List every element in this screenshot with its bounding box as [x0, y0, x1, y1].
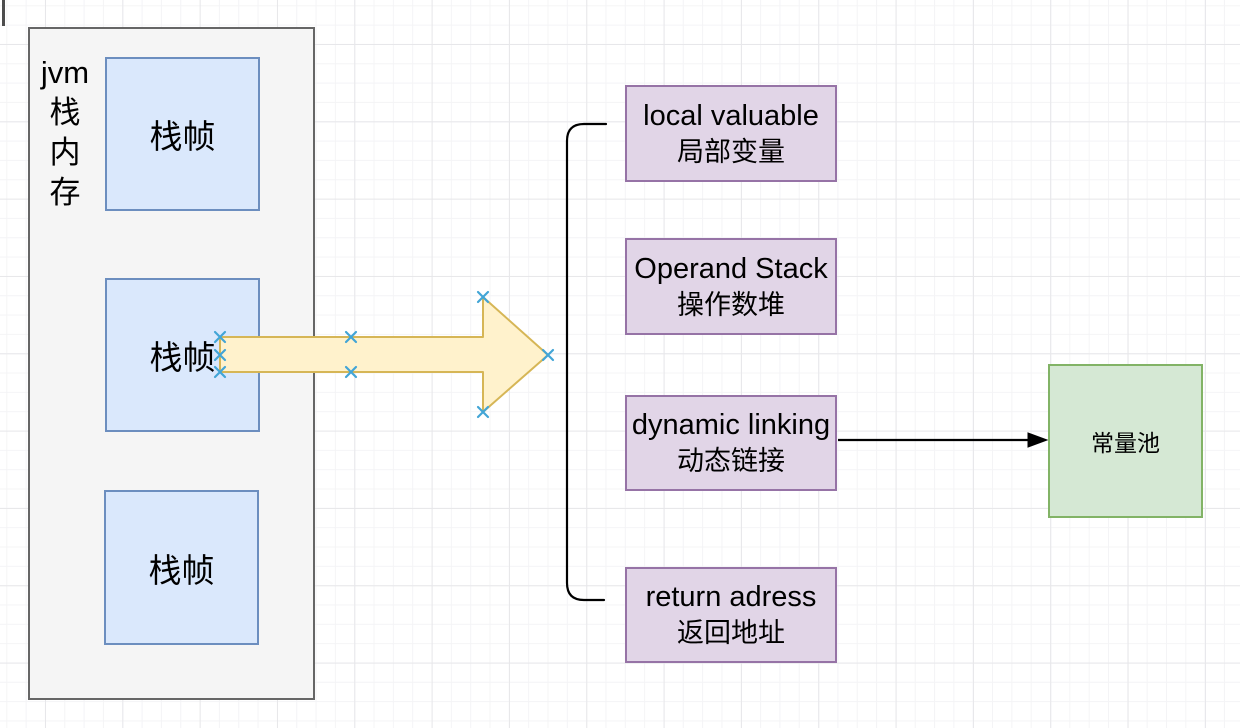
node-local-variable[interactable]: local valuable 局部变量 [625, 85, 837, 182]
stack-frame-node-bottom[interactable]: 栈帧 [104, 490, 259, 645]
node-constant-pool[interactable]: 常量池 [1048, 364, 1203, 518]
node-return-address[interactable]: return adress 返回地址 [625, 567, 837, 663]
grouping-bracket[interactable] [565, 122, 608, 602]
node-label-en: return adress [645, 581, 817, 613]
stack-frame-label: 栈帧 [149, 339, 216, 376]
node-label-en: Operand Stack [634, 252, 828, 285]
node-label-en: local valuable [643, 99, 819, 132]
node-label-zh: 操作数堆 [677, 289, 785, 320]
dynamic-linking-to-constant-pool-connector[interactable] [838, 432, 1049, 448]
node-label-zh: 动态链接 [677, 446, 785, 476]
jvm-stack-memory-container[interactable]: jvm 栈 内 存 栈帧 栈帧 栈帧 [28, 27, 315, 700]
jvm-label-line: jvm [40, 55, 90, 90]
jvm-stack-memory-label: jvm 栈 内 存 [36, 53, 94, 213]
stack-frame-label: 栈帧 [148, 551, 215, 589]
node-label-zh: 局部变量 [677, 136, 785, 167]
jvm-label-line: 存 [49, 175, 81, 210]
big-yellow-arrow[interactable] [219, 296, 549, 413]
node-label-zh: 返回地址 [677, 618, 785, 648]
connector-arrowhead-icon [1027, 432, 1049, 448]
jvm-label-line: 栈 [49, 95, 81, 130]
constant-pool-label: 常量池 [1091, 430, 1160, 456]
node-operand-stack[interactable]: Operand Stack 操作数堆 [625, 238, 837, 335]
stack-frame-node-top[interactable]: 栈帧 [105, 57, 260, 211]
jvm-label-line: 内 [49, 135, 81, 170]
node-dynamic-linking[interactable]: dynamic linking 动态链接 [625, 395, 837, 491]
canvas-edge-line [2, 0, 5, 26]
stack-frame-label: 栈帧 [149, 118, 216, 155]
node-label-en: dynamic linking [631, 409, 831, 441]
